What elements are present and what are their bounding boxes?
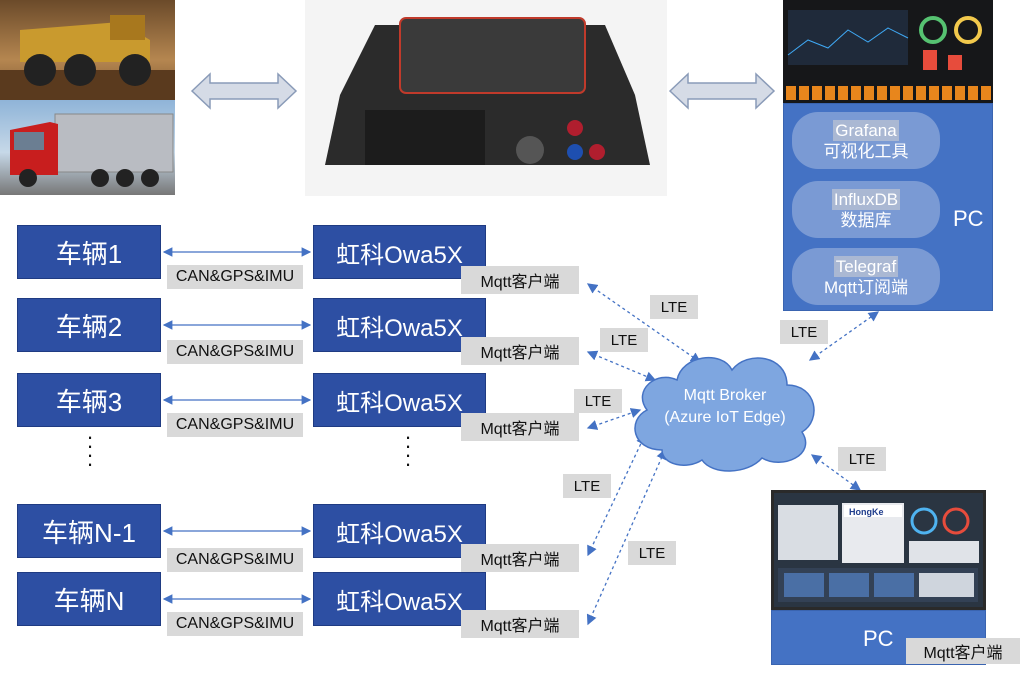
broker-line2: (Azure IoT Edge) [664,409,786,426]
mqtt-client-label-5: Mqtt客户端 [461,610,579,638]
mining-truck-photo [0,0,175,100]
pc-bottom-mqtt-client: Mqtt客户端 [906,638,1020,664]
mqtt-client-label-2: Mqtt客户端 [461,337,579,365]
grafana-desc: 可视化工具 [823,141,909,161]
semi-truck-photo [0,100,175,195]
telegraf-name: Telegraf [833,255,899,277]
link-label-4: CAN&GPS&IMU [167,548,303,572]
pc-bottom-label: PC [863,626,894,651]
broker-label: Mqtt Broker (Azure IoT Edge) [650,385,800,429]
link-label-5: CAN&GPS&IMU [167,612,303,636]
vehicle-box-1: 车辆1 [17,225,161,279]
vehicle-box-n-1: 车辆N-1 [17,504,161,558]
grafana-dashboard-screenshot [783,0,993,103]
vehicle-ellipsis: ···· [86,424,94,476]
device-ellipsis: ···· [404,424,412,476]
lte-label-5: LTE [628,541,676,565]
device-box-4: 虹科Owa5X [313,504,486,558]
owa5x-device-photo [305,0,667,196]
grafana-pill: Grafana 可视化工具 [792,112,940,169]
link-label-3: CAN&GPS&IMU [167,413,303,437]
lte-label-3: LTE [574,389,622,413]
vehicle-box-3: 车辆3 [17,373,161,427]
link-label-2: CAN&GPS&IMU [167,340,303,364]
screen-brand: HongKe [849,507,884,517]
influxdb-desc: 数据库 [840,210,892,230]
device-box-2: 虹科Owa5X [313,298,486,352]
vehicle-box-2: 车辆2 [17,298,161,352]
lte-label-4: LTE [563,474,611,498]
lte-label-7: LTE [838,447,886,471]
pc-top-label: PC [953,206,984,231]
mqtt-client-label-4: Mqtt客户端 [461,544,579,572]
lte-label-1: LTE [650,295,698,319]
vehicle-box-n: 车辆N [17,572,161,626]
mqtt-client-label-1: Mqtt客户端 [461,266,579,294]
influxdb-name: InfluxDB [831,188,901,210]
grafana-name: Grafana [833,119,899,141]
lte-label-2: LTE [600,328,648,352]
double-arrow-right [668,72,776,110]
lte-label-6: LTE [780,320,828,344]
hongke-monitor-screenshot: HongKe [771,490,986,610]
device-box-5: 虹科Owa5X [313,572,486,626]
mqtt-client-label-3: Mqtt客户端 [461,413,579,441]
telegraf-pill: Telegraf Mqtt订阅端 [792,248,940,305]
telegraf-desc: Mqtt订阅端 [823,277,909,297]
mqtt-broker-cloud [634,356,815,472]
broker-line1: Mqtt Broker [683,387,767,404]
link-label-1: CAN&GPS&IMU [167,265,303,289]
device-box-3: 虹科Owa5X [313,373,486,427]
double-arrow-left [190,72,298,110]
influxdb-pill: InfluxDB 数据库 [792,181,940,238]
device-box-1: 虹科Owa5X [313,225,486,279]
